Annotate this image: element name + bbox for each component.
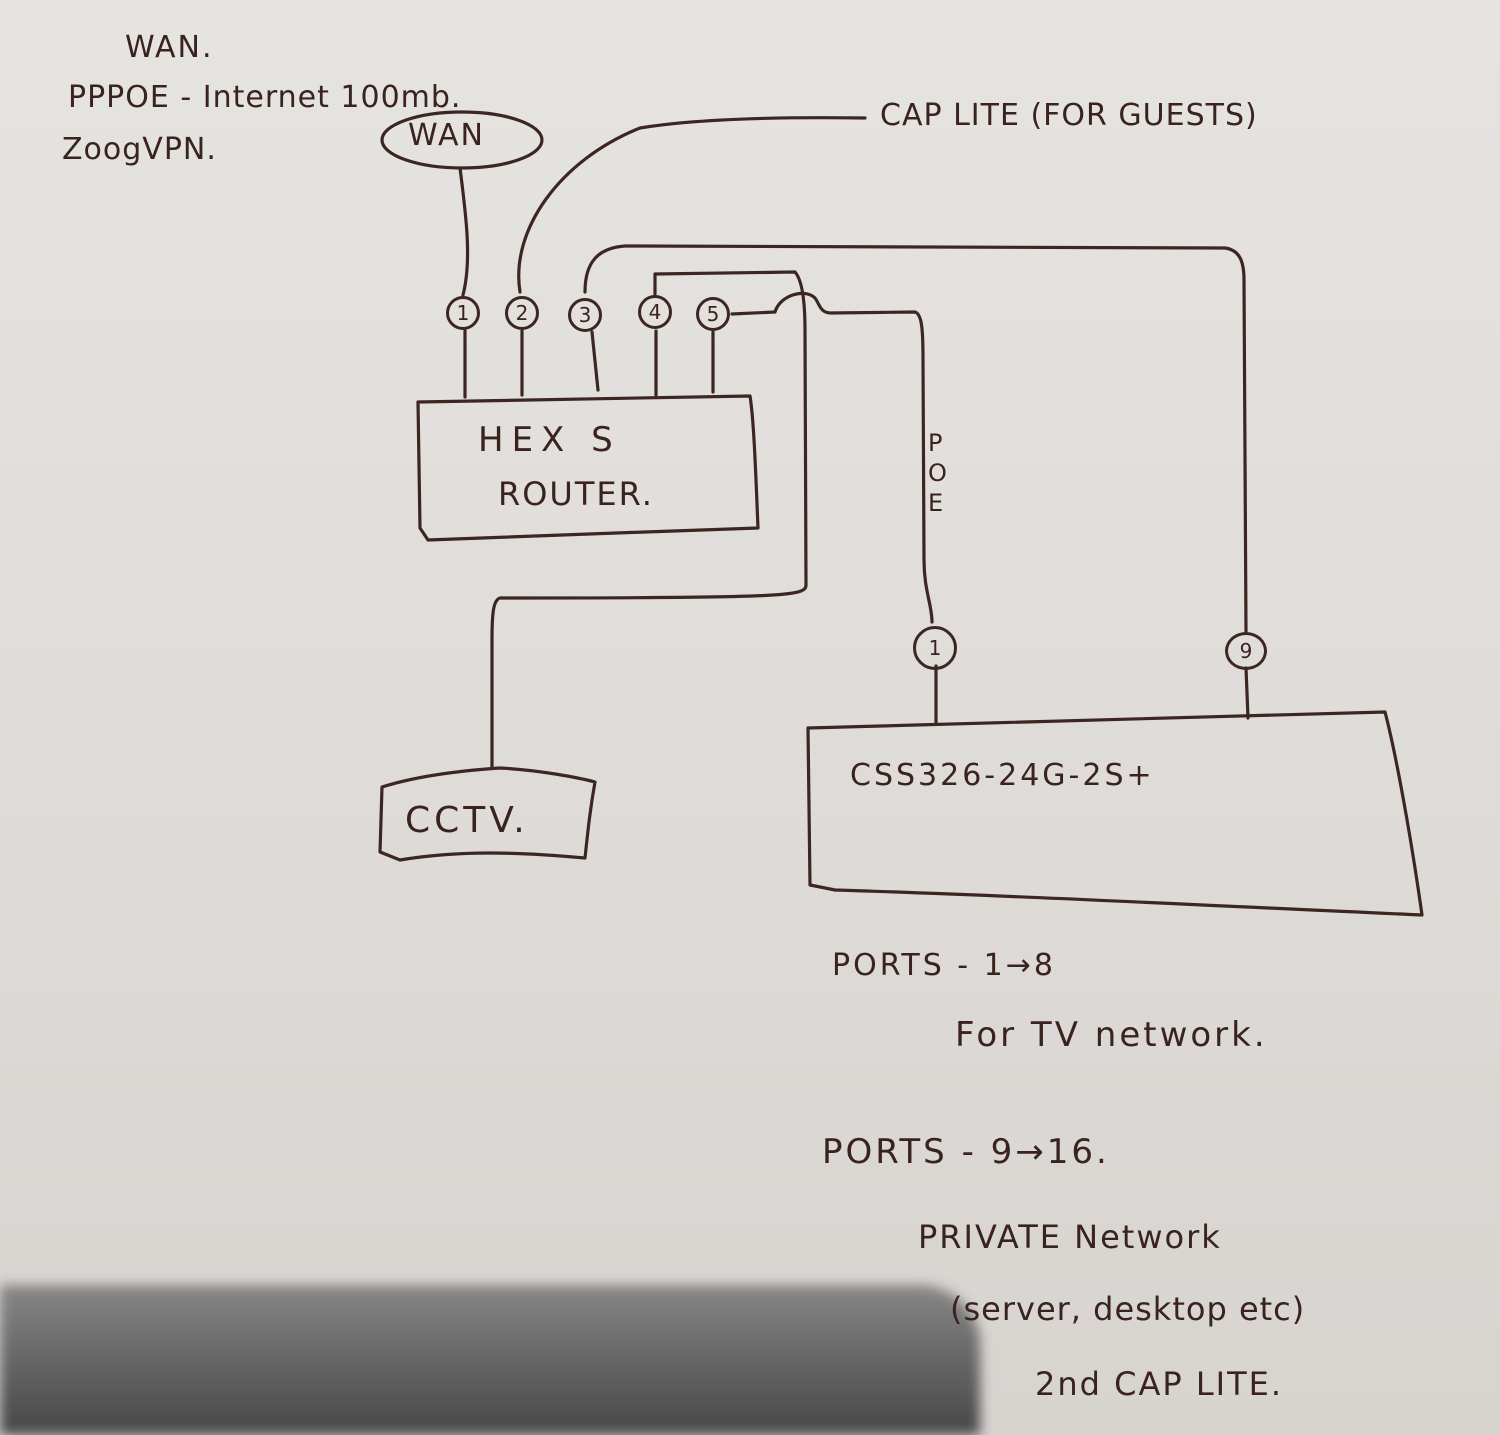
router-type-label: ROUTER.: [498, 475, 654, 513]
poe-label: POE: [928, 429, 947, 517]
private-ports-range: PORTS - 9→16.: [822, 1132, 1110, 1172]
cctv-box-outline: [378, 766, 597, 862]
second-cap-lite-label: 2nd CAP LITE.: [1035, 1365, 1284, 1403]
private-network-label: PRIVATE Network: [918, 1218, 1222, 1256]
router-model-label: HEX S: [478, 420, 621, 460]
router-port-3: 3: [568, 298, 602, 332]
port4-to-cctv-cable: [490, 270, 808, 770]
switch-port-1: 1: [913, 626, 957, 670]
wan-bubble-outline: [380, 110, 544, 170]
vpn-note: ZoogVPN.: [62, 132, 217, 167]
wan-cable: [458, 166, 470, 297]
private-devices-label: (server, desktop etc): [950, 1290, 1306, 1328]
router-port-4: 4: [638, 295, 672, 329]
tv-ports-range: PORTS - 1→8: [832, 948, 1056, 983]
router-port3-drop: [590, 330, 600, 392]
cctv-label: CCTV.: [405, 800, 529, 841]
switch-port9-drop: [1244, 666, 1250, 720]
poe-cable: [730, 291, 934, 624]
tv-ports-desc: For TV network.: [955, 1015, 1268, 1055]
router-port-2: 2: [505, 296, 539, 330]
wan-heading: WAN.: [125, 30, 214, 65]
cap-lite-label: CAP LITE (FOR GUESTS): [880, 98, 1258, 133]
router-box-outline: [416, 394, 760, 542]
pppoe-note: PPPOE - Internet 100mb.: [68, 80, 462, 115]
router-port-1: 1: [446, 296, 480, 330]
cap-lite-cable: [517, 116, 867, 294]
port3-to-switch-port9-cable: [583, 244, 1248, 634]
switch-model-label: CSS326-24G-2S+: [850, 758, 1155, 793]
wan-bubble-label: WAN: [408, 118, 485, 153]
hand-shadow: [0, 1285, 980, 1435]
switch-box-outline: [806, 710, 1424, 917]
router-port-5: 5: [696, 297, 730, 331]
switch-port-9: 9: [1225, 632, 1267, 670]
